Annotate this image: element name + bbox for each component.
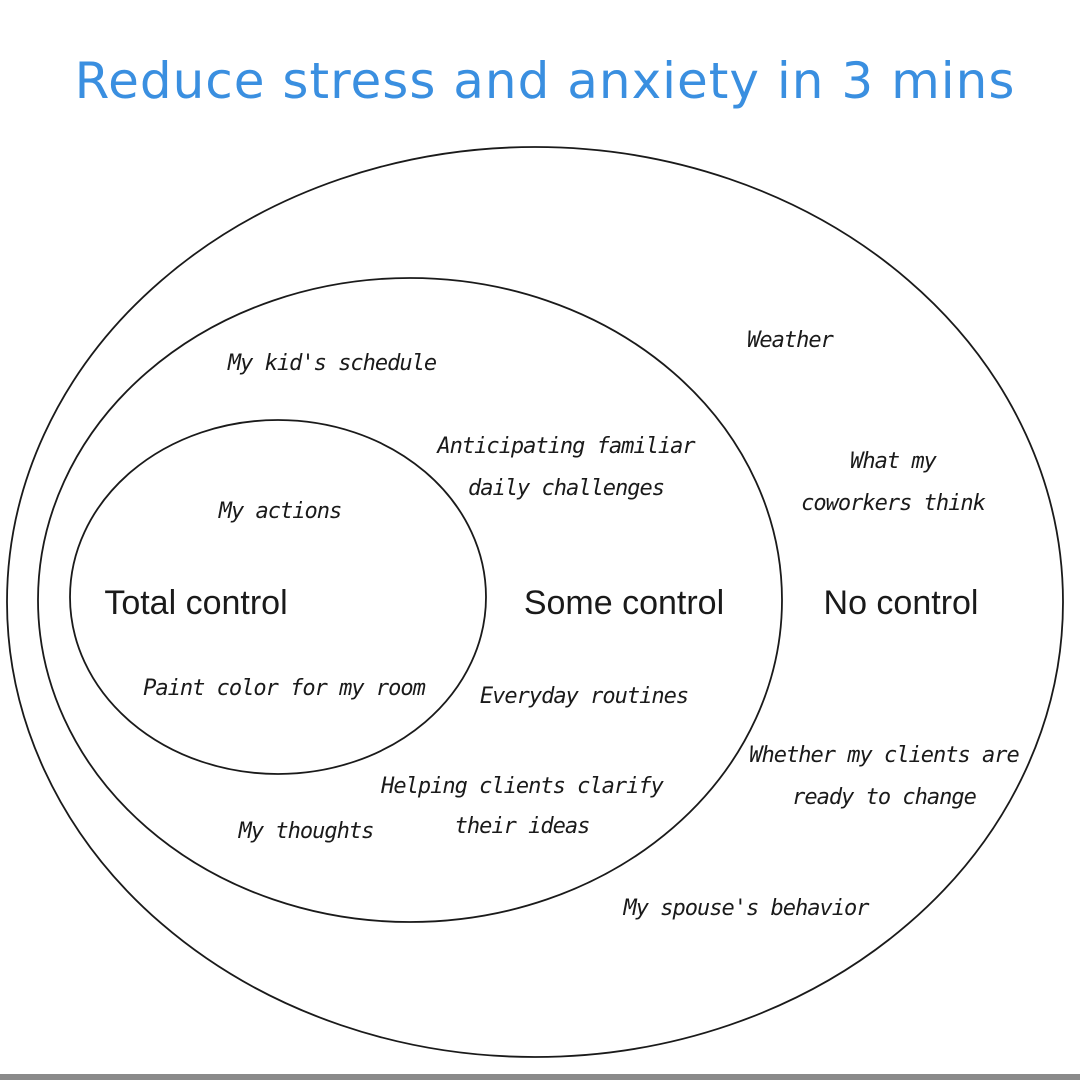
some-control-label: Some control	[524, 584, 724, 622]
note-coworkers-line-1: What my	[850, 449, 937, 474]
note-spouse-behavior: My spouse's behavior	[623, 896, 871, 921]
note-my-actions: My actions	[218, 499, 341, 524]
note-everyday-routines: Everyday routines	[480, 684, 688, 709]
note-clients-ready-line-2: ready to change	[792, 785, 976, 810]
total-control-circle	[69, 419, 487, 775]
note-anticipating-line-1: Anticipating familiar	[435, 434, 696, 459]
some-control-circle	[37, 277, 783, 923]
note-clients-ready-line-1: Whether my clients are	[749, 743, 1019, 768]
no-control-label: No control	[824, 584, 979, 622]
bottom-edge-bar	[0, 1074, 1080, 1080]
page-title: Reduce stress and anxiety in 3 mins	[75, 52, 1016, 110]
note-my-thoughts: My thoughts	[238, 819, 374, 844]
total-control-label: Total control	[104, 584, 287, 622]
note-kids-schedule: My kid's schedule	[227, 351, 437, 376]
note-weather: Weather	[747, 328, 834, 353]
note-paint-color: Paint color for my room	[143, 676, 425, 701]
note-helping-clients-line-2: their ideas	[455, 814, 590, 839]
note-anticipating-line-2: daily challenges	[468, 476, 664, 501]
note-helping-clients-line-1: Helping clients clarify	[380, 774, 664, 799]
note-coworkers-line-2: coworkers think	[801, 491, 985, 516]
no-control-circle	[6, 146, 1064, 1058]
